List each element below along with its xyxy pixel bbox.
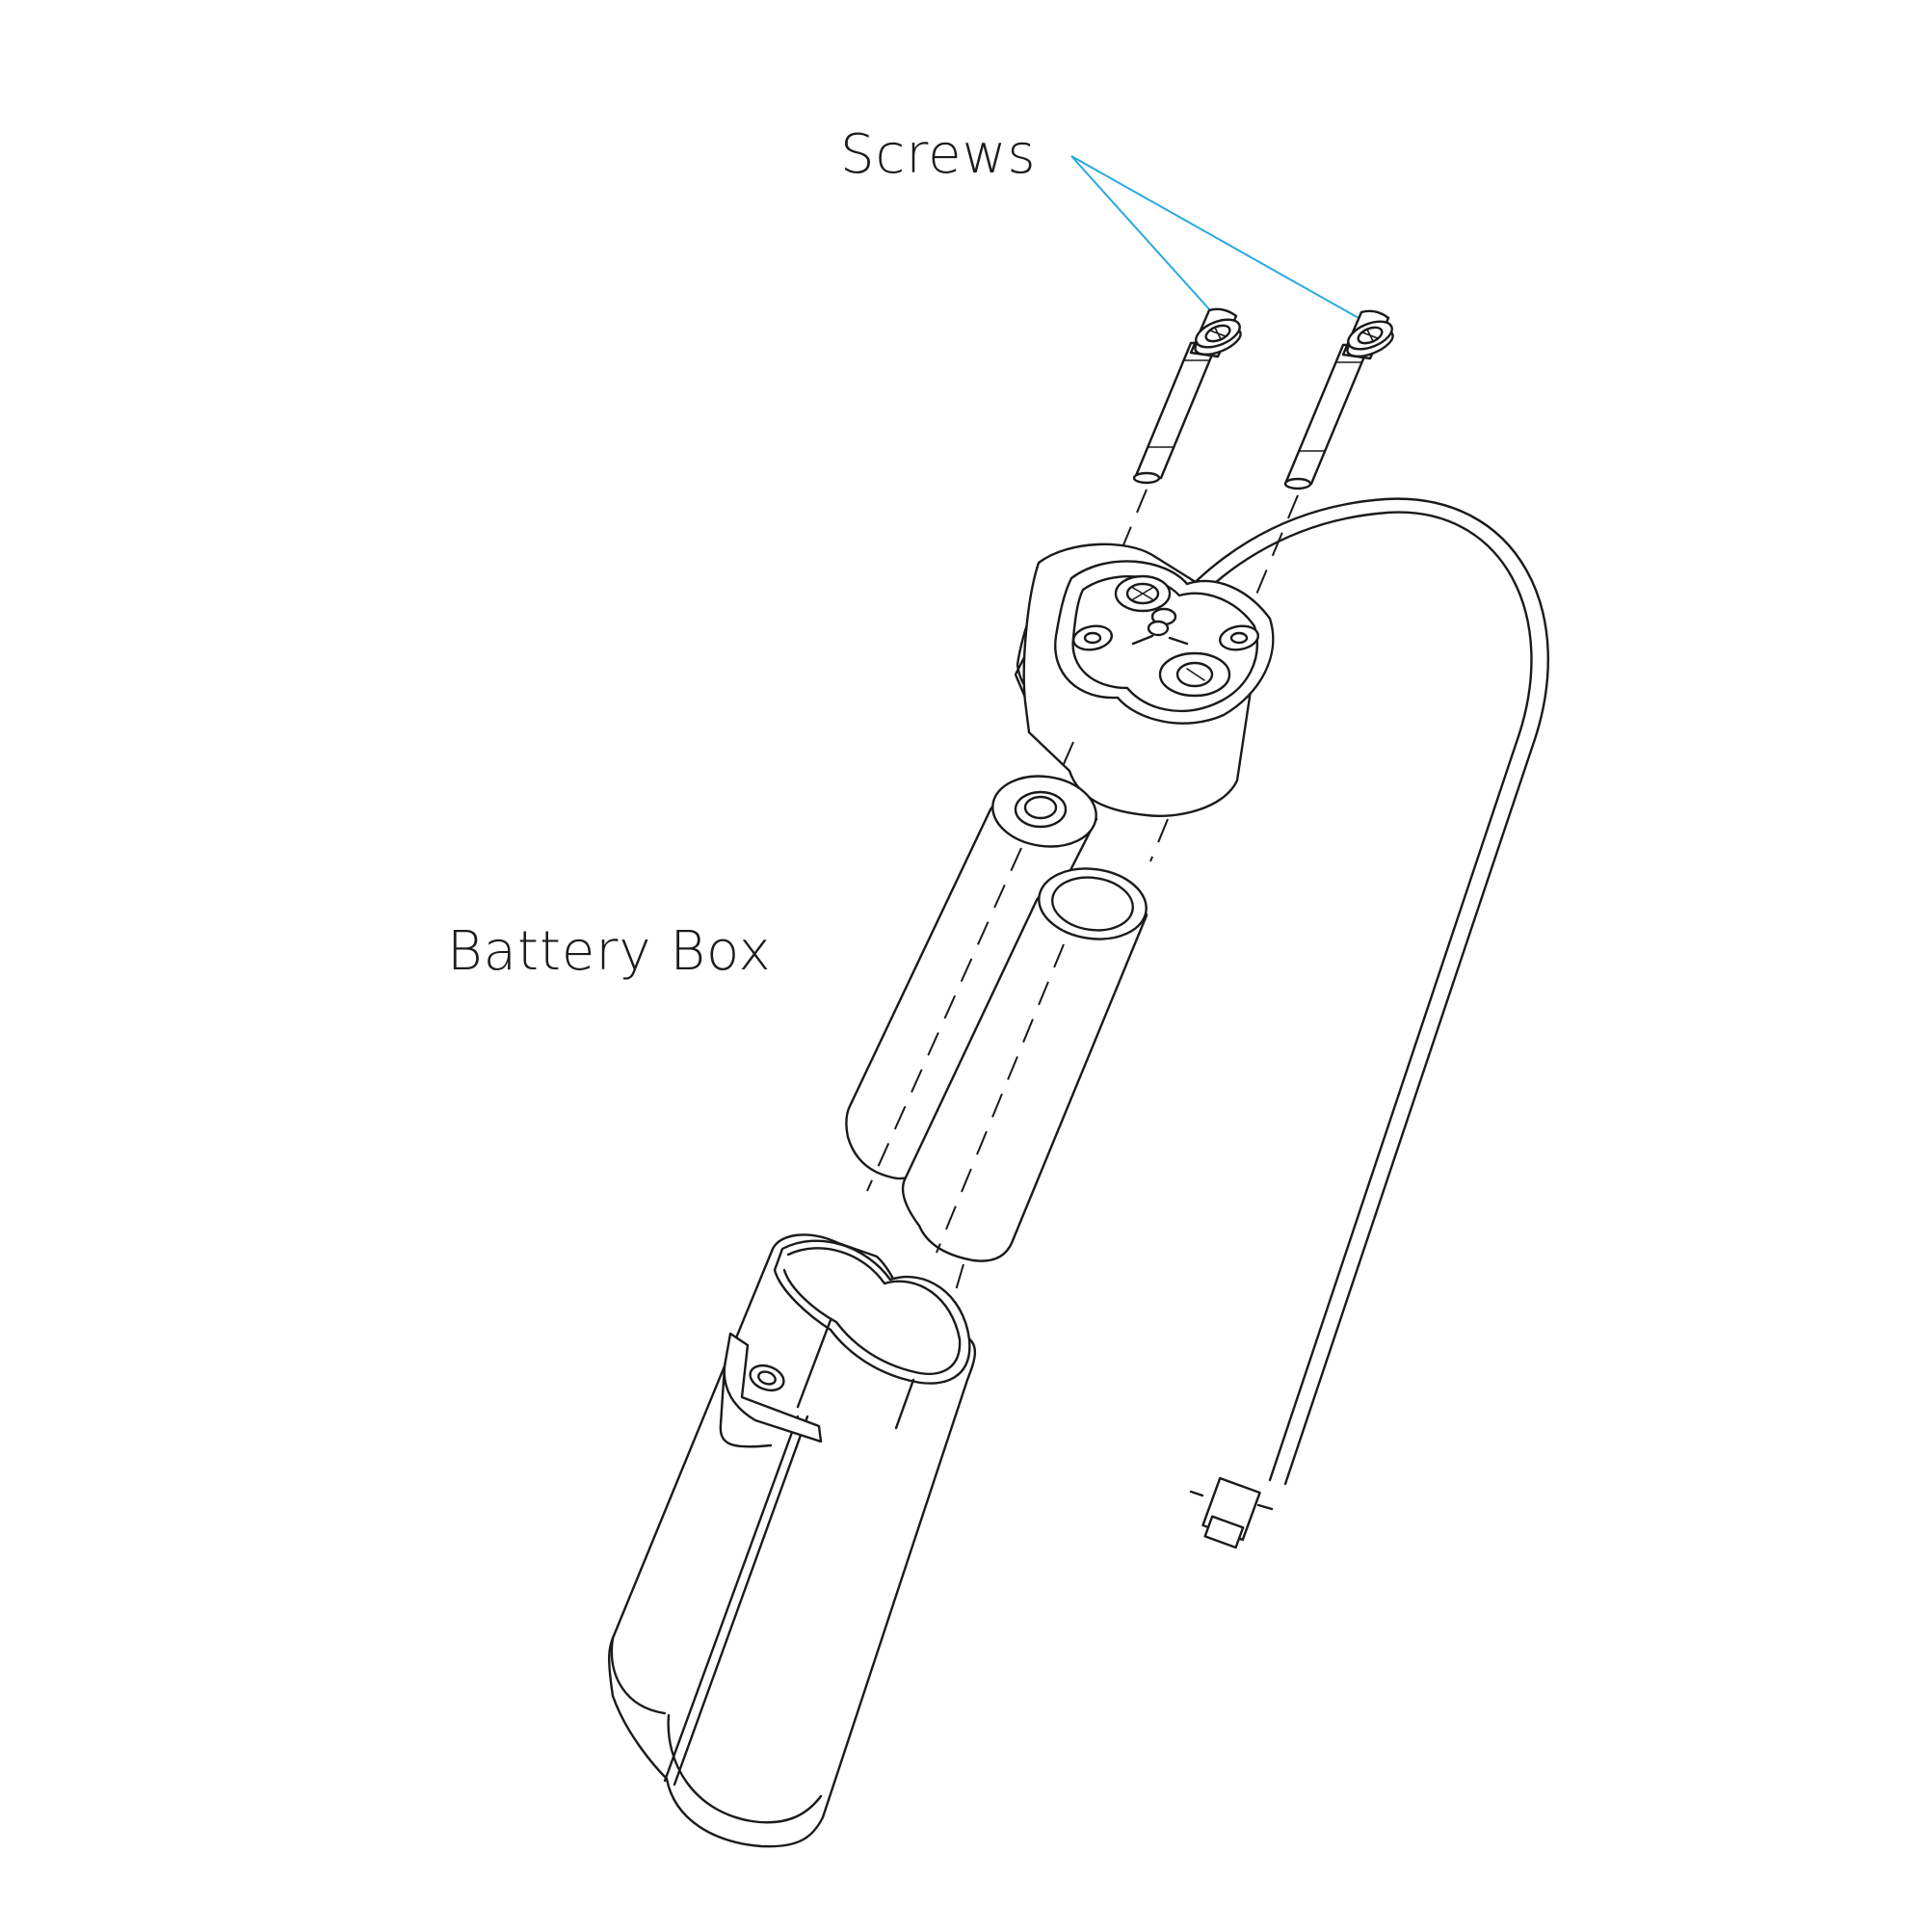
- screw-right: [1283, 309, 1394, 490]
- cable-wire-outer: [1179, 511, 1533, 1482]
- guide-line-cap-right: [1149, 818, 1169, 862]
- housing-rim: [773, 1239, 971, 1385]
- battery-box-top-cap: [1014, 543, 1275, 817]
- jst-connector: [1189, 1476, 1274, 1549]
- housing-mounting-tab: [719, 1332, 823, 1448]
- battery-box-label: Battery Box: [447, 920, 772, 983]
- battery-1-guide-line: [866, 847, 1022, 1192]
- screw-right-guide-line: [1248, 494, 1299, 614]
- phillips-head-icon: [1361, 329, 1379, 342]
- leader-line-left-screw: [1070, 155, 1211, 311]
- screw-right-shaft: [1283, 343, 1371, 486]
- screw-left: [1132, 307, 1242, 485]
- battery-2-guide-line: [936, 943, 1065, 1254]
- battery-box-bottom-housing: [608, 1233, 976, 1848]
- cable-wire-inner: [1168, 497, 1549, 1486]
- screw-left-shaft: [1133, 341, 1219, 480]
- connector-cable: [1168, 497, 1549, 1486]
- screws-label: Screws: [840, 123, 1037, 186]
- leader-line-right-screw: [1070, 155, 1359, 319]
- screws-leader-lines: [1070, 155, 1359, 319]
- battery-cell-2: [901, 867, 1148, 1262]
- screw-left-guide-line: [1093, 489, 1148, 618]
- housing-body: [608, 1233, 976, 1848]
- phillips-head-icon: [1209, 327, 1227, 340]
